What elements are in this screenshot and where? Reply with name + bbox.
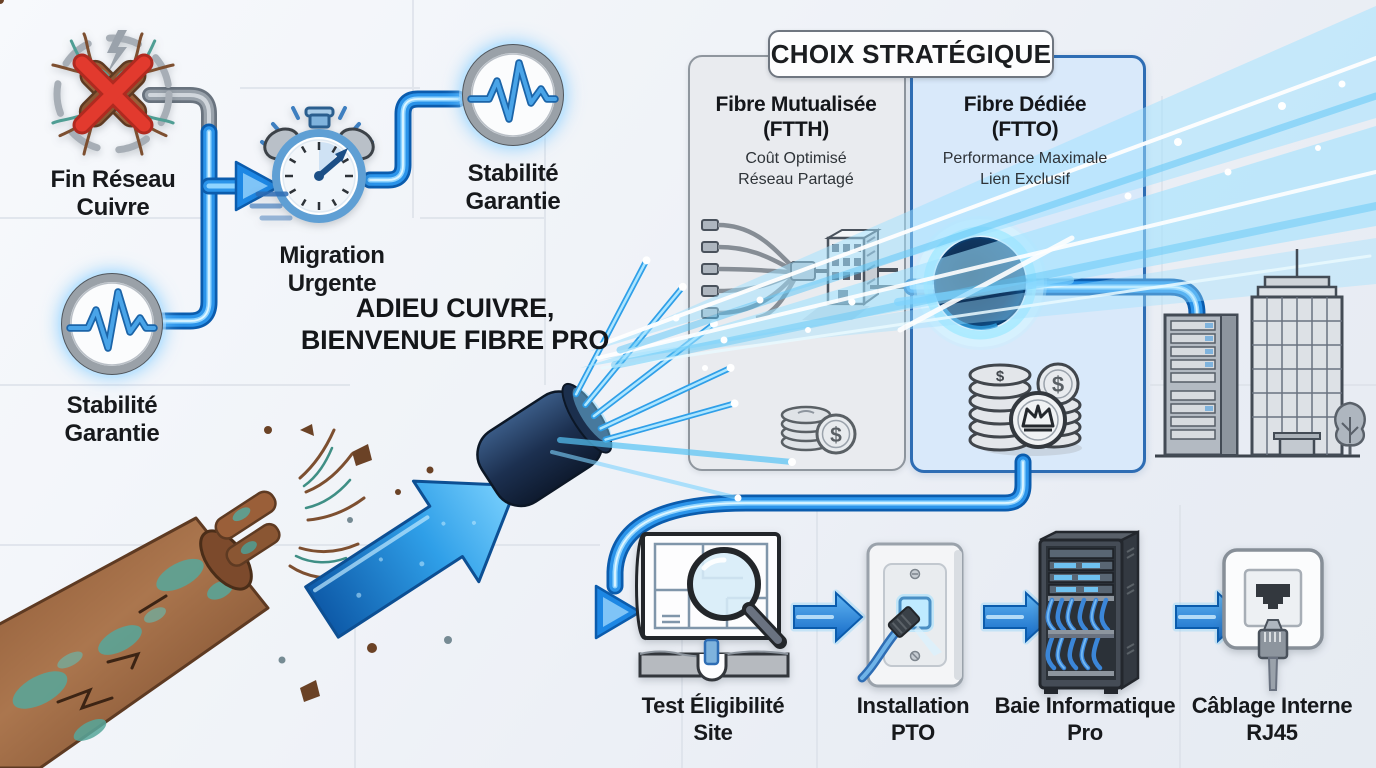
fiber-cable bbox=[476, 256, 739, 508]
office-tower bbox=[1250, 249, 1344, 457]
pulse-waveform-icon bbox=[58, 270, 166, 378]
server-rack-icon bbox=[1038, 529, 1140, 694]
pipe-junction-to-pulse-left bbox=[149, 123, 218, 330]
ftth-header: Fibre Mutualisée (FTTH) Coût Optimisé Ré… bbox=[696, 92, 896, 190]
frayed-wires bbox=[288, 428, 366, 580]
patch-panels bbox=[1048, 548, 1114, 595]
screws bbox=[909, 568, 921, 662]
cable-loops bbox=[1045, 596, 1114, 676]
pipe-copper-to-junction bbox=[142, 87, 217, 158]
debris bbox=[0, 0, 434, 702]
step-arrows bbox=[790, 589, 1248, 645]
rj45-plug bbox=[1257, 619, 1289, 691]
ftto-description: Performance Maximale Lien Exclusif bbox=[942, 150, 1108, 188]
office-buildings-icon bbox=[1155, 249, 1366, 458]
svg-text:$: $ bbox=[996, 368, 1005, 385]
lightning-icon bbox=[107, 30, 127, 74]
ftth-title: Fibre Mutualisée (FTTH) bbox=[715, 93, 877, 141]
coins-crown-premium-icon: $ $ bbox=[968, 362, 1082, 456]
side-vents bbox=[1126, 547, 1135, 655]
pulse-waveform-icon bbox=[459, 41, 567, 149]
strategic-choice-header: CHOIX STRATÉGIQUE bbox=[768, 30, 1054, 78]
pipe-arrow-to-stopwatch bbox=[200, 160, 282, 212]
svg-text:$: $ bbox=[1052, 372, 1064, 397]
tree-icon bbox=[1334, 401, 1366, 455]
ftth-description: Coût Optimisé Réseau Partagé bbox=[738, 150, 854, 188]
transformation-arrow bbox=[304, 479, 519, 639]
main-title: ADIEU CUIVRE,BIENVENUE FIBRE PRO bbox=[300, 293, 610, 355]
stopwatch-icon bbox=[249, 106, 375, 223]
blueprint-magnifier-icon bbox=[635, 531, 790, 682]
ftto-title: Fibre Dédiée (FTTO) bbox=[963, 93, 1087, 141]
wall-outlet-pto-icon bbox=[857, 542, 964, 688]
svg-text:$: $ bbox=[830, 424, 842, 447]
server-rack-tall bbox=[1163, 313, 1239, 457]
speed-lines bbox=[249, 191, 293, 221]
crown-coin bbox=[1009, 391, 1067, 449]
cable-connector bbox=[887, 606, 921, 638]
broken-copper-x-icon bbox=[51, 30, 175, 156]
pipe-ftto-to-steps bbox=[594, 453, 1032, 640]
ftto-header: Fibre Dédiée (FTTO) Performance Maximale… bbox=[915, 92, 1135, 190]
pipe-stopwatch-to-pulse-top bbox=[361, 90, 467, 189]
rj45-jack bbox=[1256, 584, 1290, 609]
rj45-socket-icon bbox=[1222, 548, 1324, 691]
light-beams bbox=[550, 6, 1376, 502]
clock-ticks bbox=[285, 142, 353, 210]
coins-dollar-icon: $ bbox=[780, 405, 857, 455]
